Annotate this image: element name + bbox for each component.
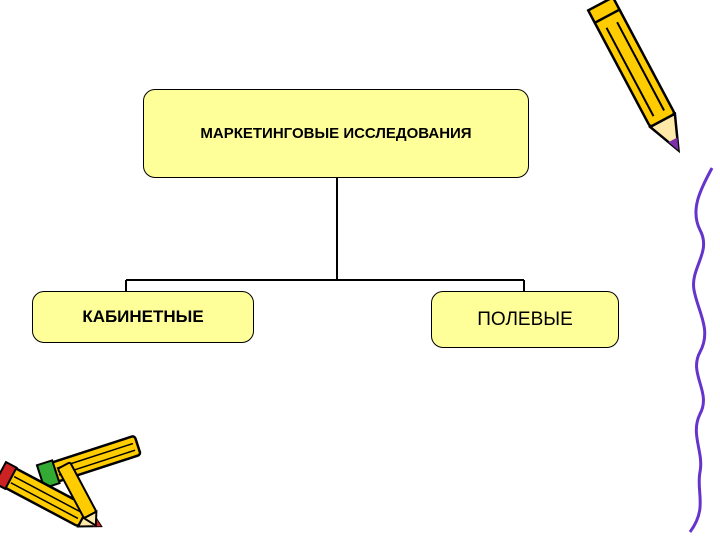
pencils-icon [0,434,141,537]
pencil-icon [588,0,691,157]
squiggle-line [690,168,712,532]
